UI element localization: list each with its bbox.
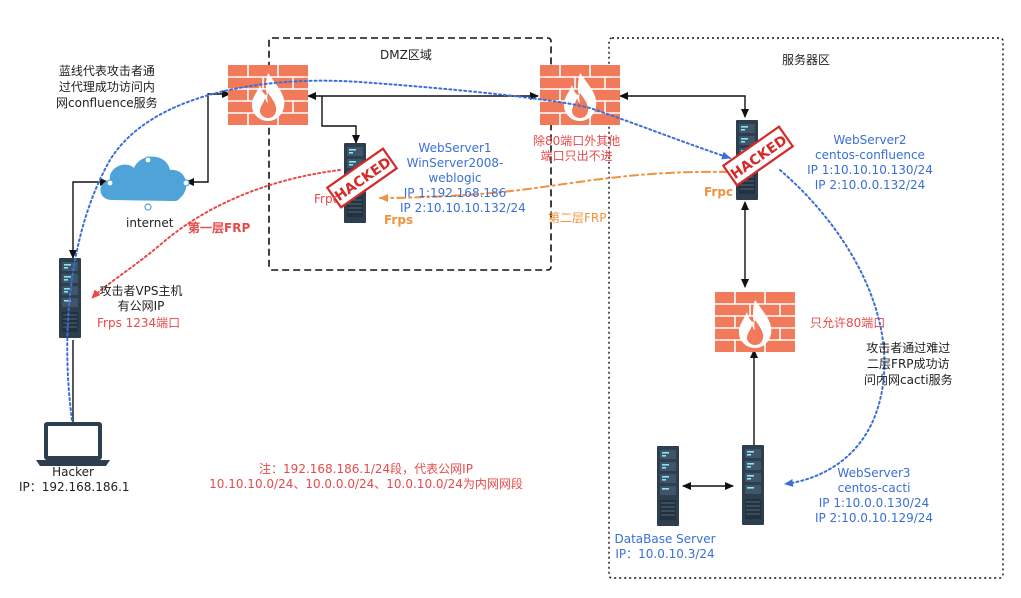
orange-path-frp2 <box>379 170 729 202</box>
cloud-icon <box>100 156 190 211</box>
link-vps-internet <box>69 178 109 259</box>
blue-path-cacti <box>779 169 886 487</box>
firewall-server-icon <box>539 64 621 126</box>
blue-path-confluence <box>66 79 731 421</box>
db-info: DataBase Server IP：10.0.10.3/24 <box>614 532 716 561</box>
firewall-internal-icon <box>714 291 796 353</box>
frpc-web2-label: Frpc <box>704 185 734 199</box>
port80-note: 除80端口外其他 端口只出不进 <box>533 134 621 163</box>
vps-info: 攻击者VPS主机 有公网IP <box>99 284 183 313</box>
web3-info: WebServer3 centos-cacti IP 1:10.0.0.130/… <box>814 466 934 525</box>
frp-layer2-label: 第二层FRP <box>548 211 607 225</box>
only80-note: 只允许80端口 <box>810 316 886 330</box>
web2-info: WebServer2 centos-confluence IP 1:10.10.… <box>807 133 933 192</box>
frpc-web1-label: Frpc <box>314 192 340 206</box>
blue-path-note: 蓝线代表攻击者通 过代理成功访问内 网confluence服务 <box>56 64 158 110</box>
footnote: 注：192.168.186.1/24段，代表公网IP 10.10.10.0/24… <box>209 462 523 491</box>
web3-server-icon <box>741 444 765 526</box>
dmz-zone-box <box>268 37 552 271</box>
frp-layer1-label: 第一层FRP <box>188 221 251 235</box>
server-zone-box <box>608 37 1004 579</box>
db-server-icon <box>656 445 680 527</box>
link-internet-fw1 <box>185 90 231 186</box>
frps-web1-label: Frps <box>384 213 414 227</box>
cacti-note: 攻击者通过难过 二层FRP成功访 问内网cacti服务 <box>864 341 953 387</box>
link-web1-up <box>321 96 360 144</box>
link-fw2-web2 <box>619 92 749 118</box>
red-path-frp1 <box>91 169 341 299</box>
laptop-icon <box>36 422 110 466</box>
web1-info: WebServer1 WinServer2008- weblogic IP 1:… <box>400 141 526 215</box>
dmz-zone-label: DMZ区域 <box>380 48 432 62</box>
server-zone-label: 服务器区 <box>782 53 831 67</box>
firewall-dmz-icon <box>227 64 309 126</box>
hacker-info: Hacker IP：192.168.186.1 <box>19 465 130 494</box>
vps-port: Frps 1234端口 <box>97 316 181 330</box>
internet-label: internet <box>126 216 174 230</box>
